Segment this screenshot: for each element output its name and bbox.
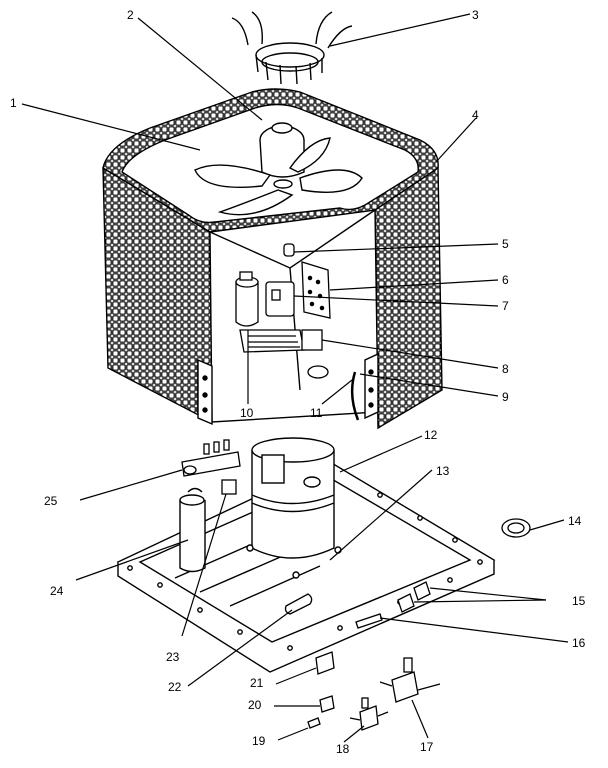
callout-24: 24 (50, 584, 64, 598)
relay-item-9 (301, 329, 323, 351)
wire-harness-item-11 (350, 371, 360, 421)
callout-5: 5 (502, 237, 509, 251)
callout-12: 12 (424, 428, 438, 442)
callout-15: 15 (572, 594, 586, 608)
compressor-terminal-box (261, 454, 285, 484)
leader-lines (21, 13, 569, 743)
grommet-item-14 (501, 518, 531, 538)
callout-13: 13 (436, 464, 450, 478)
callout-20: 20 (248, 698, 262, 712)
service-valve-item-18 (359, 705, 379, 731)
valve-cap-item-21 (315, 651, 335, 675)
corner-post-left (197, 358, 213, 426)
fan-guard (231, 11, 353, 85)
fan-blade-left (194, 164, 272, 188)
fan-assembly (194, 122, 363, 216)
fan-blade-back (288, 137, 331, 173)
callout-1: 1 (10, 96, 17, 110)
callout-3: 3 (472, 8, 479, 22)
cap-item-20 (319, 695, 335, 713)
accumulator-item-24 (179, 487, 206, 573)
fan-blade-right (299, 169, 363, 193)
callout-2: 2 (127, 8, 134, 22)
callout-22: 22 (168, 680, 182, 694)
core-item-19 (307, 717, 321, 729)
callout-16: 16 (572, 636, 586, 650)
callout-4: 4 (472, 108, 479, 122)
small-parts (221, 479, 531, 731)
callout-21: 21 (250, 676, 264, 690)
callout-9: 9 (502, 390, 509, 404)
callout-17: 17 (420, 740, 434, 754)
callout-19: 19 (252, 734, 266, 748)
coil-right-face (374, 166, 443, 430)
callout-25: 25 (44, 494, 58, 508)
fitting-item-15b (413, 581, 431, 601)
terminal-block-item-8 (239, 329, 305, 353)
relay-item-23 (221, 479, 237, 495)
callout-23: 23 (166, 650, 180, 664)
corner-post-right (364, 352, 379, 420)
callout-14: 14 (568, 514, 582, 528)
tube-item-16 (355, 613, 383, 629)
callout-8: 8 (502, 362, 509, 376)
callout-7: 7 (502, 299, 509, 313)
callout-18: 18 (336, 742, 350, 756)
fitting-item-15a (397, 593, 415, 613)
filter-drier-item-22 (284, 593, 313, 615)
callout-10: 10 (240, 406, 254, 420)
base-pan (116, 461, 496, 673)
compressor-item-12 (246, 437, 342, 579)
fan-blade-front (217, 189, 294, 216)
callout-11: 11 (310, 406, 323, 420)
top-cap-item-5 (283, 243, 295, 257)
service-valve-item-17 (391, 671, 419, 703)
control-board-item-6 (301, 261, 331, 319)
control-components (235, 243, 360, 421)
reversing-valve-item-25 (181, 439, 241, 477)
callout-6: 6 (502, 273, 509, 287)
capacitor-item-10 (235, 281, 259, 327)
